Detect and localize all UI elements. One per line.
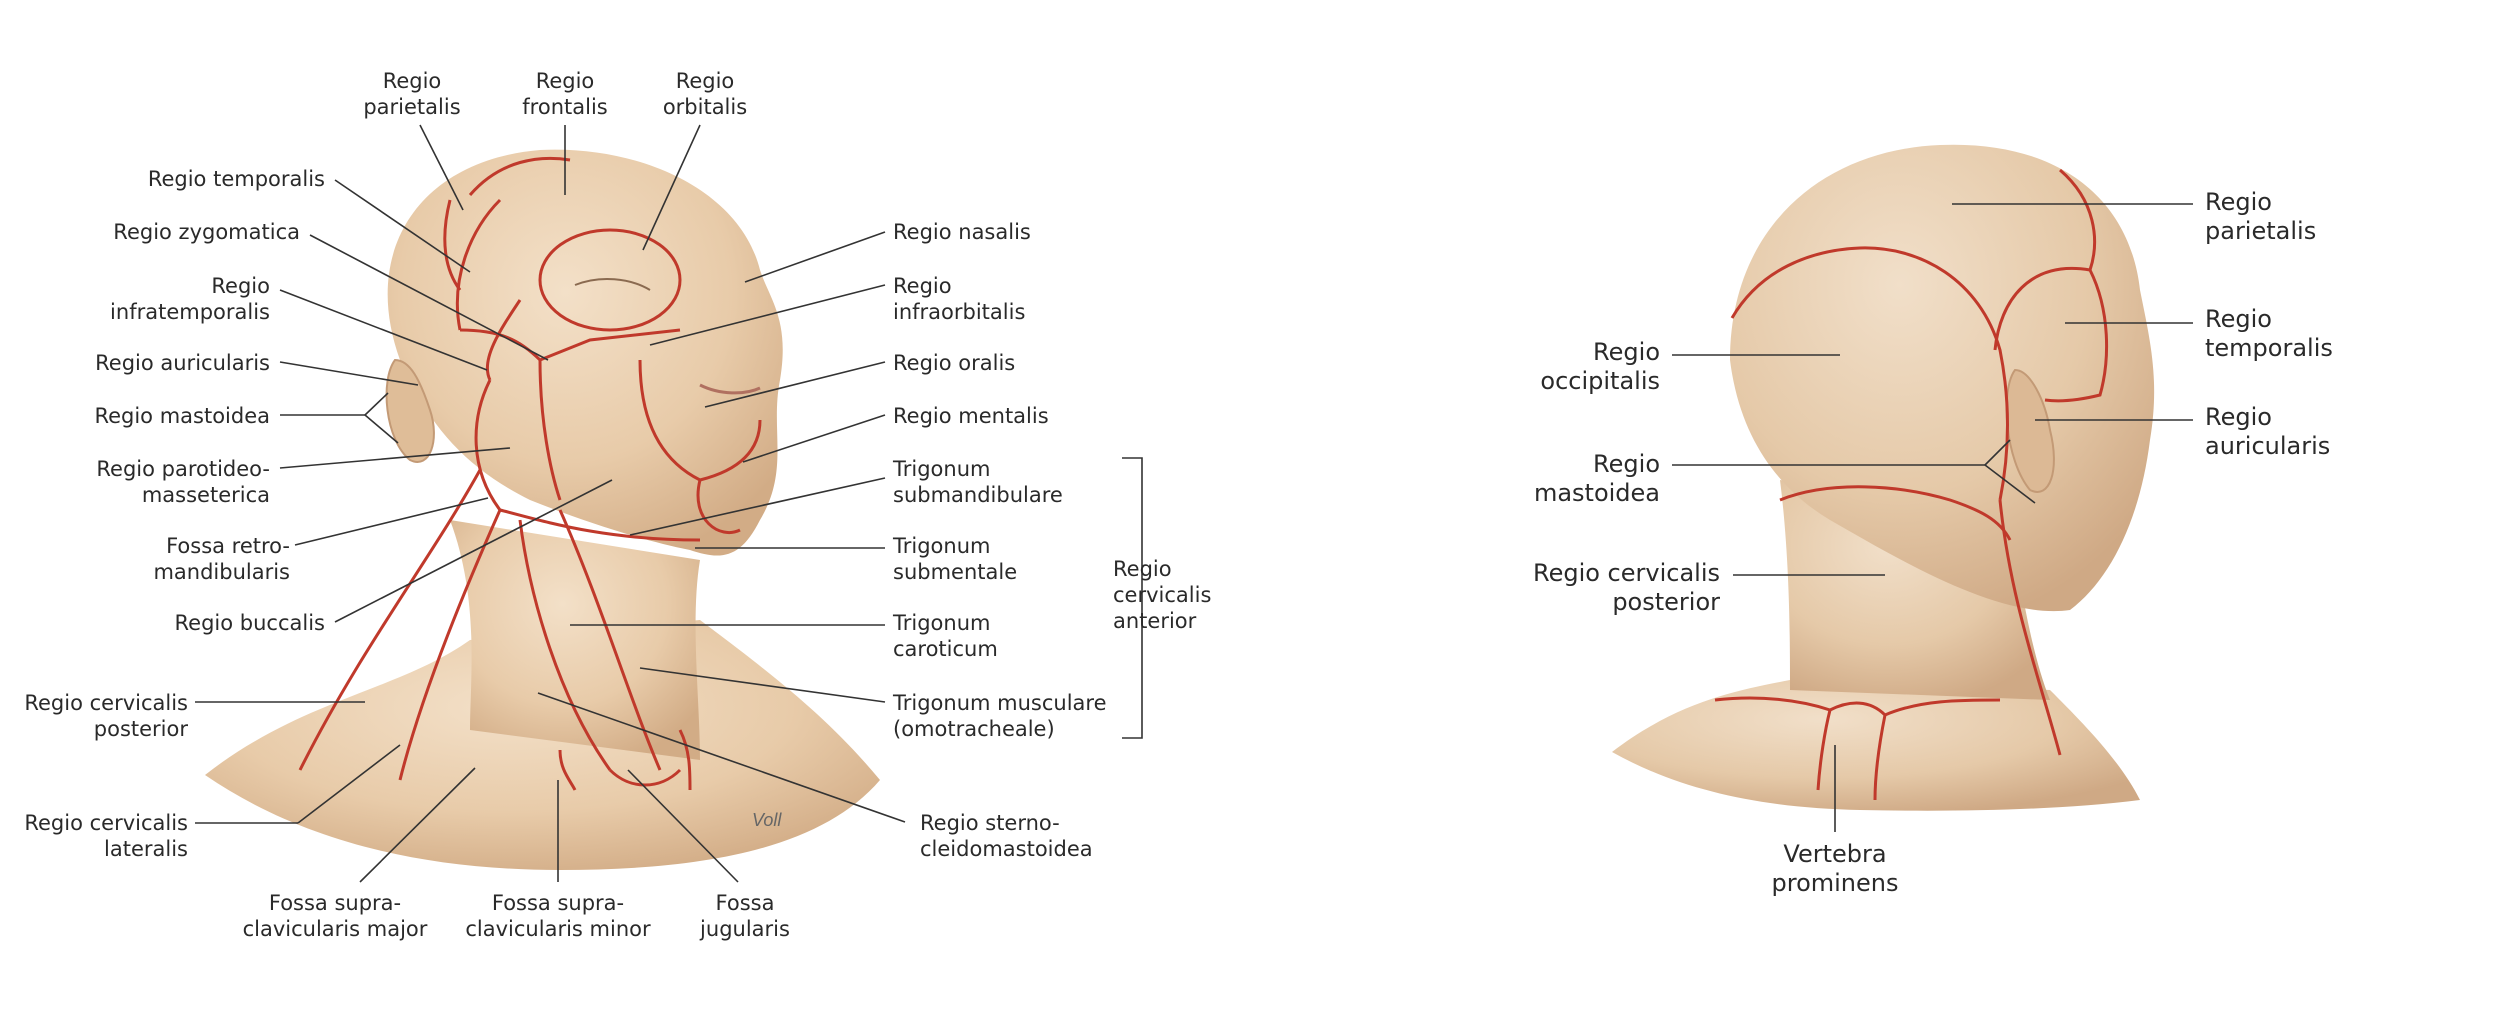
label-regio-infratemporalis: Regio infratemporalis: [110, 274, 270, 324]
label-regio-zygomatica: Regio zygomatica: [113, 220, 300, 244]
label-regio-cervicalis-posterior-back: Regio cervicalis posterior: [1532, 559, 1720, 616]
label-regio-parotideomasseterica: Regio parotideo- masseterica: [96, 457, 270, 507]
label-regio-parietalis-front: Regio parietalis: [363, 69, 461, 119]
front-neck: [450, 520, 700, 760]
front-leader-lines: [195, 124, 1143, 883]
label-regio-auricularis-front: Regio auricularis: [95, 351, 270, 375]
label-trigonum-submentale: Trigonum submentale: [893, 534, 1018, 584]
label-trigonum-caroticum: Trigonum caroticum: [893, 611, 998, 661]
front-head-figure: [205, 149, 880, 870]
front-head: [387, 149, 783, 556]
label-regio-temporalis-back: Regio temporalis: [2205, 305, 2333, 362]
label-regio-sternocleidomastoidea: Regio sterno- cleidomastoidea: [920, 811, 1093, 861]
label-regio-cervicalis-lateralis: Regio cervicalis lateralis: [24, 811, 188, 861]
label-regio-temporalis-front: Regio temporalis: [147, 167, 325, 191]
label-regio-mastoidea-back: Regio mastoidea: [1533, 450, 1660, 507]
back-leader-lines: [1672, 203, 2193, 832]
front-mouth: [699, 383, 761, 395]
back-head-figure: [1612, 144, 2155, 811]
back-region-borders: [1714, 168, 2109, 801]
label-regio-cervicalis-posterior-front: Regio cervicalis posterior: [24, 691, 188, 741]
label-regio-mentalis: Regio mentalis: [893, 404, 1049, 428]
label-regio-occipitalis: Regio occipitalis: [1540, 338, 1660, 395]
back-head: [1730, 144, 2155, 612]
label-fossa-supraclavicularis-minor: Fossa supra- clavicularis minor: [465, 891, 651, 941]
front-shoulders: [205, 620, 880, 870]
label-regio-mastoidea-front: Regio mastoidea: [94, 404, 270, 428]
label-regio-frontalis: Regio frontalis: [522, 69, 608, 119]
label-regio-buccalis: Regio buccalis: [174, 611, 325, 635]
label-trigonum-submandibulare: Trigonum submandibulare: [893, 457, 1063, 507]
label-regio-auricularis-back: Regio auricularis: [2205, 403, 2331, 460]
label-regio-orbitalis: Regio orbitalis: [662, 69, 748, 119]
back-shoulders: [1612, 680, 2140, 811]
label-regio-nasalis: Regio nasalis: [893, 220, 1031, 244]
label-regio-cervicalis-anterior: Regio cervicalis anterior: [1113, 557, 1212, 633]
front-eye: [574, 278, 651, 291]
label-fossa-jugularis: Fossa jugularis: [700, 891, 790, 941]
label-regio-oralis: Regio oralis: [893, 351, 1016, 375]
label-regio-parietalis-back: Regio parietalis: [2205, 188, 2317, 245]
label-vertebra-prominens: Vertebra prominens: [1771, 840, 1899, 897]
label-fossa-retromandibularis: Fossa retro- mandibularis: [153, 534, 290, 584]
label-fossa-supraclavicularis-major: Fossa supra- clavicularis major: [242, 891, 428, 941]
label-regio-infraorbitalis: Regio infraorbitalis: [893, 274, 1026, 324]
artist-signature: Voll: [752, 810, 782, 830]
label-trigonum-musculare: Trigonum musculare (omotracheale): [893, 691, 1107, 741]
